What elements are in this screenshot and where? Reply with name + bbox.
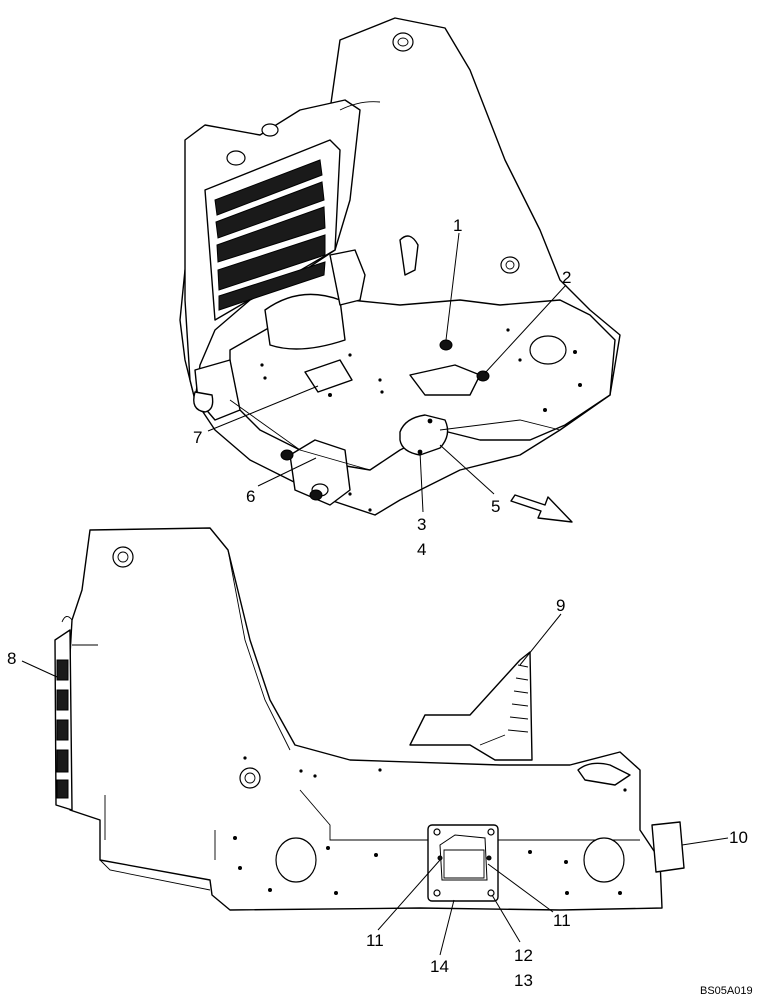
- callout-1: 1: [453, 216, 462, 235]
- callout-9: 9: [556, 596, 565, 615]
- axle-hole-right: [529, 335, 567, 365]
- callout-11-left: 11: [366, 931, 384, 950]
- callout-7: 7: [193, 428, 202, 447]
- upper-chassis-view: [179, 17, 621, 516]
- inspection-window: [439, 834, 488, 881]
- access-cover-5: [399, 414, 449, 456]
- callout-12: 12: [514, 946, 533, 965]
- bracket-rear: [329, 249, 366, 306]
- callout-14: 14: [430, 957, 449, 976]
- floor-bolts: [260, 328, 582, 512]
- pivot-boss-side: [500, 256, 520, 274]
- callout-5: 5: [491, 497, 500, 516]
- callout-labels: 1 2 3 4 5 6 7 8 9 10 11 11 12 13 14: [7, 216, 748, 990]
- axle-tube-opening: [264, 293, 346, 350]
- lift-eye-left: [226, 150, 246, 166]
- side-beam-bolts: [233, 756, 627, 895]
- lower-side-view: [54, 527, 685, 911]
- axle-opening-rear: [583, 837, 625, 883]
- callout-2: 2: [562, 268, 571, 287]
- rear-cover-block: [651, 821, 685, 873]
- callout-8: 8: [7, 649, 16, 668]
- callout-6: 6: [246, 487, 255, 506]
- callout-10: 10: [729, 828, 748, 847]
- tie-down-left: [193, 391, 214, 413]
- bracket-tab: [399, 235, 419, 276]
- callout-11-right: 11: [553, 911, 571, 930]
- pivot-boss-side-view: [112, 546, 134, 568]
- callout-13: 13: [514, 971, 533, 990]
- grille-side-slots: [56, 659, 69, 799]
- axle-opening-front: [275, 837, 317, 883]
- callout-3: 3: [417, 515, 426, 534]
- access-cover-7: [304, 359, 353, 393]
- lift-eye-top: [261, 123, 279, 137]
- rear-step-bracket: [577, 762, 631, 786]
- drain-plug-1: [439, 339, 453, 351]
- side-bracket-front: [289, 439, 351, 506]
- drawing-reference: BS05A019: [700, 985, 753, 997]
- direction-arrow: [510, 494, 573, 523]
- inspection-plate-bolts: [433, 828, 495, 897]
- drain-plug-2: [476, 370, 490, 382]
- seat-bar-stand: [409, 651, 533, 761]
- bracket-center: [409, 364, 481, 396]
- leader-lines: [21, 232, 729, 956]
- stand-teeth: [507, 664, 529, 733]
- side-frame: [67, 527, 663, 911]
- callout-4: 4: [417, 540, 426, 559]
- pivot-boss-top: [392, 32, 414, 52]
- grille-slots: [214, 159, 326, 311]
